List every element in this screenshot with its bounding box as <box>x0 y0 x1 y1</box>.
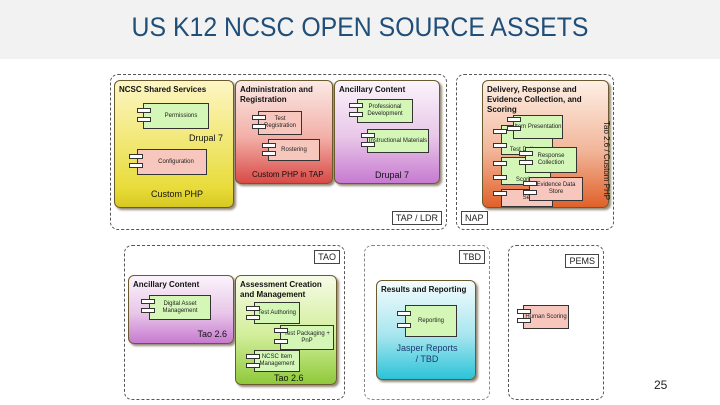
component-tab <box>523 190 537 195</box>
component-tab <box>262 151 276 156</box>
component-item-presentation: Item Presentation <box>513 115 563 139</box>
component-tab <box>246 354 260 359</box>
component-tab <box>246 306 260 311</box>
tech-label-vertical: Tao 2.6 / Custom PHP <box>602 121 611 201</box>
component-tab <box>523 181 537 186</box>
tech-label: Tao 2.6 <box>197 329 227 339</box>
tech-label: Drupal 7 <box>375 170 410 180</box>
group-pems: PEMS <box>508 245 604 400</box>
component-rostering: Rostering <box>268 139 320 161</box>
module-title: Administration and Registration <box>240 85 313 104</box>
component-tab <box>129 163 143 168</box>
module-ncsc-shared-services: NCSC Shared Services Permissions Drupal … <box>114 80 234 208</box>
group-nap: NAP <box>456 74 614 230</box>
component-tab <box>361 142 375 147</box>
component-tab <box>397 323 411 328</box>
module-delivery-response-scoring: Delivery, Response and Evidence Collecti… <box>482 80 611 208</box>
component-tab <box>493 191 507 196</box>
module-title: Results and Reporting <box>381 285 467 294</box>
component-tab <box>493 161 507 166</box>
module-ancillary-content: Ancillary Content Professional Developme… <box>334 80 440 184</box>
component-tab <box>507 117 521 122</box>
group-tag-tbd: TBD <box>459 250 485 264</box>
component-tab <box>137 108 151 113</box>
page-number: 25 <box>654 378 668 392</box>
component-digital-asset-management: Digital Asset Management <box>149 295 211 320</box>
tech-label: Jasper Reports / TBD <box>396 343 458 364</box>
group-tag-tao: TAO <box>314 250 340 264</box>
module-title: Ancillary Content <box>339 85 406 94</box>
group-tao: TAO <box>124 245 345 400</box>
component-tab <box>137 117 151 122</box>
component-professional-development: Professional Development <box>357 99 413 123</box>
component-tab <box>129 154 143 159</box>
component-tab <box>517 318 531 323</box>
module-title: Ancillary Content <box>133 280 200 289</box>
module-administration-registration: Administration and Registration Test Reg… <box>235 80 333 184</box>
group-tag-nap: NAP <box>461 211 488 225</box>
component-tab <box>262 143 276 148</box>
component-test-packaging: Test Packaging + PnP <box>280 325 334 350</box>
component-tab <box>349 112 363 117</box>
component-permissions: Permissions <box>143 103 209 129</box>
module-ancillary-content-tao: Ancillary Content Digital Asset Manageme… <box>128 275 234 344</box>
tech-label: Drupal 7 <box>188 133 223 143</box>
module-title: Assessment Creation and Management <box>240 280 322 299</box>
tech-label: Custom PHP in TAP <box>252 170 324 179</box>
slide-title: US K12 NCSC OPEN SOURCE ASSETS <box>131 12 589 42</box>
component-instructional-materials: Instructional Materials <box>367 129 429 153</box>
component-tab <box>349 103 363 108</box>
component-tab <box>493 143 507 148</box>
module-title: NCSC Shared Services <box>119 85 207 94</box>
component-tab <box>274 328 288 333</box>
component-tab <box>274 339 288 344</box>
module-title: Delivery, Response and Evidence Collecti… <box>487 85 582 114</box>
component-test-authoring: Test Authoring <box>254 302 300 324</box>
component-tab <box>246 315 260 320</box>
module-results-reporting: Results and Reporting Reporting Jasper R… <box>376 280 476 380</box>
component-tab <box>519 151 533 156</box>
component-tab <box>252 124 266 129</box>
component-tab <box>507 126 521 131</box>
component-response-collection: Response Collection <box>525 147 577 173</box>
group-tag-tap-ldr: TAP / LDR <box>391 211 442 225</box>
component-tab <box>397 311 411 316</box>
title-bar: US K12 NCSC OPEN SOURCE ASSETS <box>0 0 720 59</box>
component-tab <box>252 115 266 120</box>
component-tab <box>141 308 155 313</box>
component-tab <box>493 129 507 134</box>
group-tbd: TBD <box>364 245 490 400</box>
component-configuration: Configuration <box>137 149 207 175</box>
component-tab <box>519 160 533 165</box>
component-ncsc-item-management: NCSC Item Management <box>254 350 300 372</box>
component-evidence-data-store: Evidence Data Store <box>529 177 583 201</box>
tech-label: Tao 2.6 <box>274 373 304 383</box>
group-tag-pems: PEMS <box>565 254 599 268</box>
component-tab <box>361 133 375 138</box>
component-reporting: Reporting <box>405 305 457 337</box>
component-tab <box>493 175 507 180</box>
component-tab <box>141 299 155 304</box>
group-tap-ldr: TAP / LDR <box>110 74 447 230</box>
module-assessment-creation: Assessment Creation and Management Test … <box>235 275 337 385</box>
tech-label: Custom PHP <box>151 189 204 199</box>
component-tab <box>246 363 260 368</box>
component-tab <box>517 309 531 314</box>
